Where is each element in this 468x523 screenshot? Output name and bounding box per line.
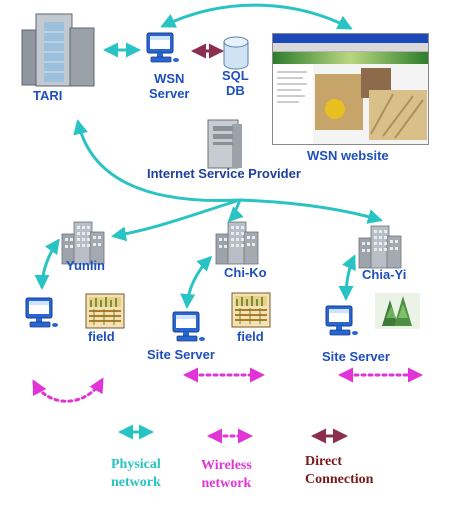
wsn-server-label-line1: WSN <box>154 71 185 86</box>
chiayi-building-icon <box>358 225 402 269</box>
chiayi-site-server-label: Site Server <box>322 349 390 364</box>
yunlin-wireless-link <box>32 377 104 403</box>
chiko-building-icon <box>215 221 259 265</box>
yunlin-field-label: field <box>88 329 115 344</box>
wsn-website-screenshot <box>272 33 429 145</box>
chiko-site-server-label: Site Server <box>147 347 215 362</box>
isp-label: Internet Service Provider <box>147 166 301 181</box>
yunlin-field-image <box>85 293 125 329</box>
chiayi-label: Chia-Yi <box>362 267 407 282</box>
chiko-field-image <box>231 292 271 328</box>
chiayi-forest-image <box>375 293 420 329</box>
chiko-field-label: field <box>237 329 264 344</box>
chiko-site-server-icon <box>172 311 206 342</box>
chiko-label: Chi-Ko <box>224 265 267 280</box>
chiayi-site-server-icon <box>325 305 359 336</box>
yunlin-site-computer-icon <box>25 297 59 328</box>
legend-wireless-label: Wireless network <box>201 457 252 493</box>
server-website-link <box>160 3 353 30</box>
legend-direct-line2: Connection <box>305 472 374 487</box>
legend-direct-line1: Direct <box>305 454 343 469</box>
isp-server-icon <box>207 119 242 169</box>
legend-physical-label: Physical network <box>111 456 161 492</box>
chiko-site-link <box>180 255 213 309</box>
sql-db-label: SQL DB <box>222 68 249 98</box>
wsn-server-computer-icon <box>146 32 180 63</box>
sql-db-label-line2: DB <box>225 83 245 98</box>
isp-yunlin-link <box>111 198 242 242</box>
isp-chiayi-link <box>238 198 383 224</box>
legend-physical-line1: Physical <box>111 457 161 472</box>
legend-wireless-line2: network <box>201 476 252 491</box>
wsn-server-label-line2: Server <box>149 86 190 101</box>
tari-label: TARI <box>33 88 63 103</box>
legend-physical-line2: network <box>111 475 161 490</box>
wsn-website-label: WSN website <box>307 148 389 163</box>
tari-isp-link <box>73 119 242 203</box>
yunlin-site-link <box>34 238 60 290</box>
sql-db-label-line1: SQL <box>222 68 249 83</box>
legend-direct-label: Direct Connection <box>305 453 373 489</box>
legend-wireless-line1: Wireless <box>201 458 252 473</box>
database-icon <box>223 36 249 70</box>
wsn-server-label: WSN Server <box>149 71 189 101</box>
isp-chiko-link <box>227 198 244 223</box>
yunlin-label: Yunlin <box>66 258 105 273</box>
chiayi-site-link <box>338 254 356 301</box>
tari-building-icon <box>21 13 95 87</box>
